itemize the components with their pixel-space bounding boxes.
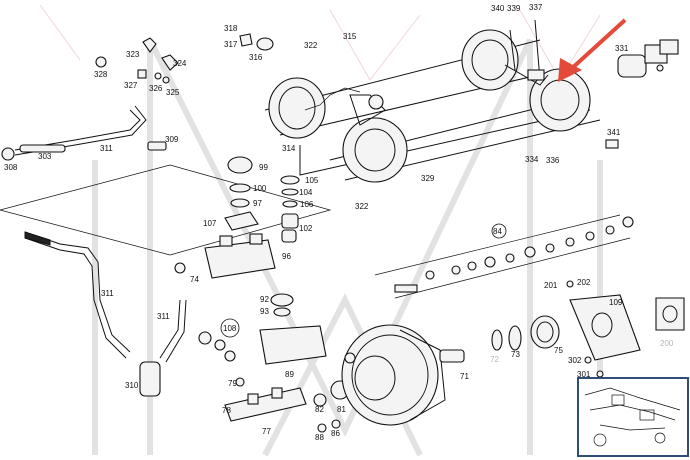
guide-lines xyxy=(0,164,631,299)
callout-325: 325 xyxy=(166,88,180,97)
callout-73: 73 xyxy=(511,350,520,359)
callout-316: 316 xyxy=(249,53,263,62)
small-hardware-top-left xyxy=(95,33,274,84)
callout-99: 99 xyxy=(259,163,268,172)
callout-311-mid: 311 xyxy=(101,289,114,298)
callout-74: 74 xyxy=(190,275,199,284)
callout-327: 327 xyxy=(124,81,138,90)
brake-booster xyxy=(341,324,465,426)
callout-78: 78 xyxy=(222,406,231,415)
callout-93: 93 xyxy=(260,307,269,316)
callout-326: 326 xyxy=(149,84,163,93)
callout-302: 302 xyxy=(568,356,582,365)
callout-341: 341 xyxy=(607,128,621,137)
callout-331: 331 xyxy=(615,44,629,53)
callout-79: 79 xyxy=(228,379,237,388)
callout-72: 72 xyxy=(490,355,499,364)
callout-337: 337 xyxy=(529,3,543,12)
callout-labels: 318 317 316 323 324 328 327 326 325 322 … xyxy=(4,3,674,442)
callout-314: 314 xyxy=(282,144,296,153)
callout-82: 82 xyxy=(315,405,324,414)
lower-right-parts xyxy=(491,280,685,378)
valve-stack xyxy=(204,156,300,279)
callout-308: 308 xyxy=(4,163,18,172)
rear-axle-assembly xyxy=(264,19,601,183)
callout-106: 106 xyxy=(300,200,314,209)
callout-339: 339 xyxy=(507,4,521,13)
callout-202: 202 xyxy=(577,278,591,287)
callout-324: 324 xyxy=(173,59,187,68)
callout-77: 77 xyxy=(262,427,271,436)
callout-71: 71 xyxy=(460,372,469,381)
callout-340: 340 xyxy=(491,4,505,13)
callout-81: 81 xyxy=(337,405,346,414)
callout-322-bottom: 322 xyxy=(355,202,369,211)
piston-parts xyxy=(394,216,634,293)
callout-329: 329 xyxy=(421,174,435,183)
callout-303: 303 xyxy=(38,152,52,161)
callout-336: 336 xyxy=(546,156,560,165)
callout-200: 200 xyxy=(660,339,674,348)
callout-315: 315 xyxy=(343,32,357,41)
callout-97: 97 xyxy=(253,199,262,208)
callout-102: 102 xyxy=(299,224,313,233)
callout-ring-84 xyxy=(491,223,507,239)
callout-100: 100 xyxy=(253,184,267,193)
callout-301: 301 xyxy=(577,370,591,379)
part-331 xyxy=(617,39,679,78)
callout-201: 201 xyxy=(544,281,558,290)
callout-323: 323 xyxy=(126,50,140,59)
callout-88: 88 xyxy=(315,433,324,442)
callout-334: 334 xyxy=(525,155,539,164)
inset-overview xyxy=(577,377,689,457)
callout-311-right: 311 xyxy=(157,312,170,321)
callout-86: 86 xyxy=(331,429,340,438)
brake-lines-left xyxy=(1,105,187,397)
callout-309: 309 xyxy=(165,135,179,144)
callout-109: 109 xyxy=(609,298,623,307)
callout-108: 108 xyxy=(223,324,237,333)
valve-89 xyxy=(198,293,327,387)
callout-ring-108 xyxy=(220,318,240,338)
callout-105: 105 xyxy=(305,176,319,185)
callout-96: 96 xyxy=(282,252,291,261)
callout-104: 104 xyxy=(299,188,313,197)
callout-317: 317 xyxy=(224,40,238,49)
part-341 xyxy=(605,139,619,149)
callout-311-top: 311 xyxy=(100,144,113,153)
callout-75: 75 xyxy=(554,346,563,355)
callout-328: 328 xyxy=(94,70,108,79)
callout-322-top: 322 xyxy=(304,41,318,50)
callout-310: 310 xyxy=(125,381,139,390)
callout-arrow xyxy=(558,18,627,82)
callout-107: 107 xyxy=(203,219,217,228)
callout-89: 89 xyxy=(285,370,294,379)
callout-318: 318 xyxy=(224,24,238,33)
callout-84: 84 xyxy=(493,227,502,236)
callout-92: 92 xyxy=(260,295,269,304)
